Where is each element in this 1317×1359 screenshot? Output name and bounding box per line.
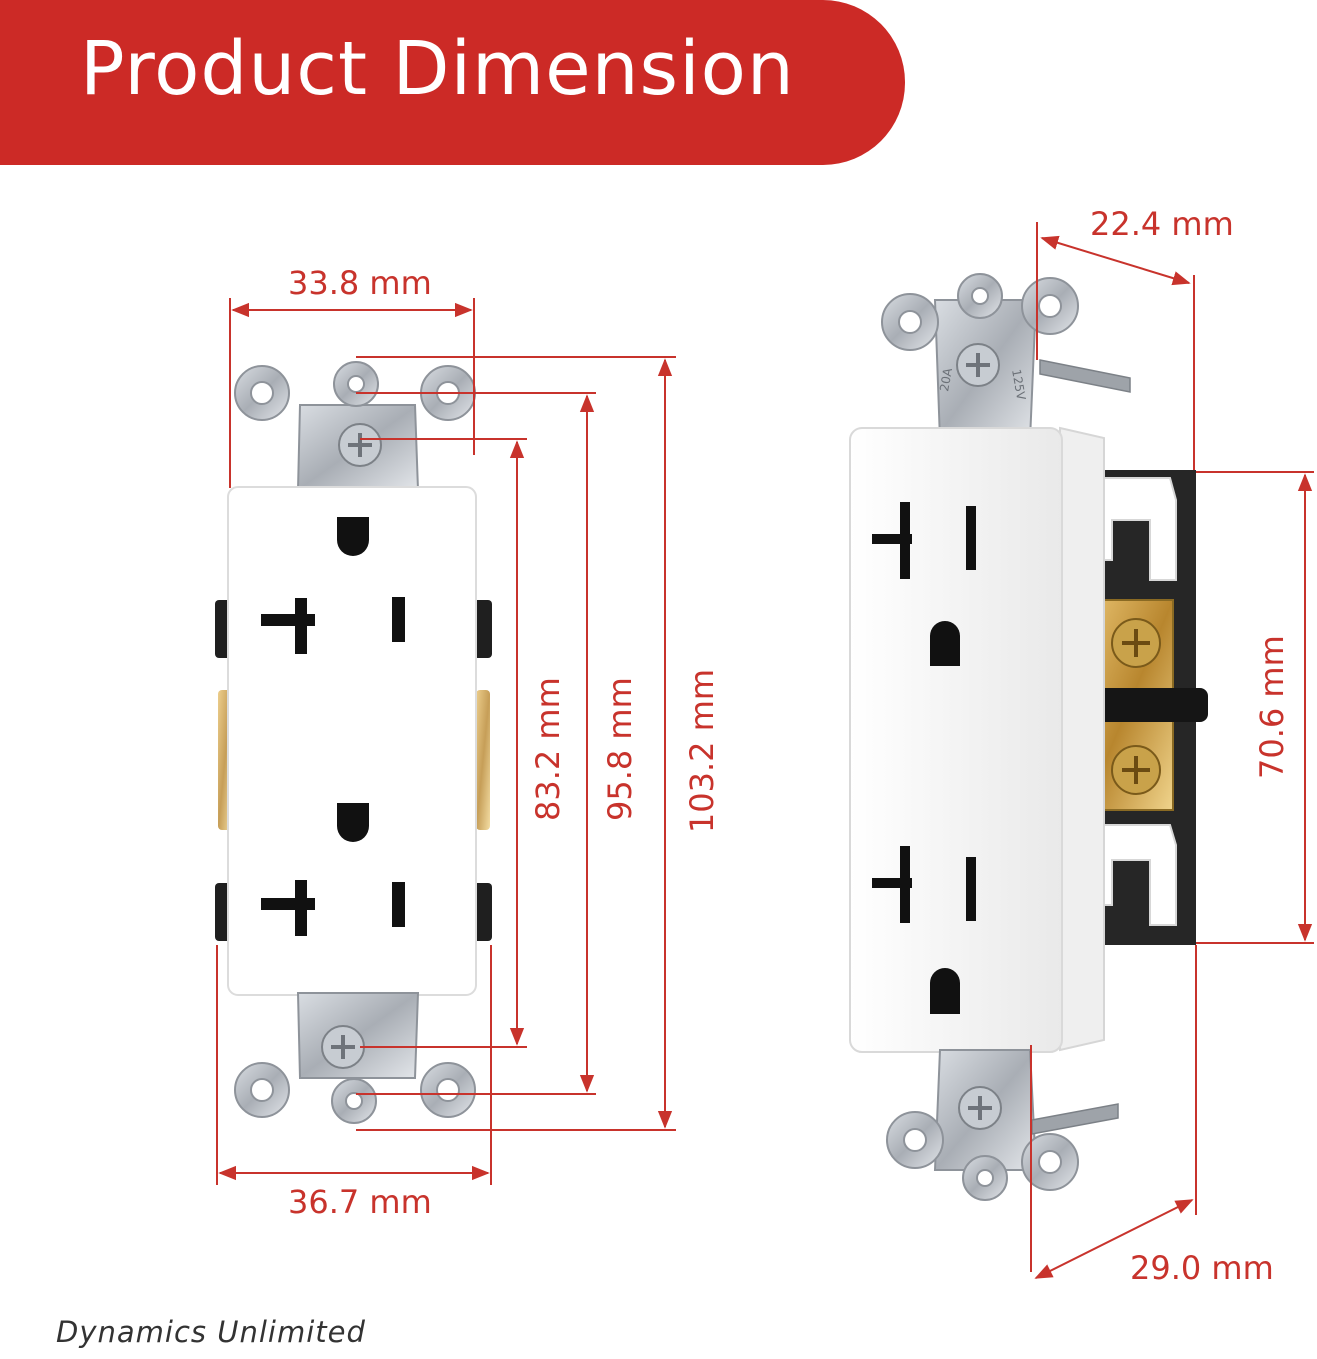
title-banner: Product Dimension — [0, 0, 905, 165]
front-height-overall-label: 103.2 mm — [683, 668, 721, 834]
side-body-height-label: 70.6 mm — [1253, 635, 1291, 779]
front-height-middle-label: 95.8 mm — [601, 677, 639, 821]
side-top-strap: 20A 125V — [881, 273, 1131, 441]
side-bottom-strap — [886, 1049, 1119, 1201]
front-receptacle-lower — [261, 803, 405, 936]
side-label-volts: 125V — [1009, 368, 1028, 402]
front-top-strap — [234, 361, 476, 491]
side-receptacle-upper — [872, 502, 976, 666]
front-width-bottom-label: 36.7 mm — [288, 1183, 432, 1221]
brand-name: Dynamics Unlimited — [56, 1315, 366, 1349]
side-depth-bottom-label: 29.0 mm — [1130, 1249, 1274, 1287]
banner-title: Product Dimension — [80, 26, 795, 112]
side-label-amps: 20A — [937, 366, 955, 392]
front-receptacle-upper — [261, 517, 405, 654]
side-depth-top-label: 22.4 mm — [1090, 205, 1234, 243]
side-receptacle-lower — [872, 846, 976, 1014]
front-bottom-strap — [234, 992, 476, 1124]
front-outlet — [215, 361, 492, 1124]
side-outlet-face — [849, 427, 1063, 1053]
front-outlet-body — [227, 486, 477, 996]
side-outlet: 20A 125V — [849, 273, 1208, 1201]
front-height-inner-label: 83.2 mm — [529, 677, 567, 821]
front-dimension-lines — [216, 298, 676, 1185]
front-width-top-label: 33.8 mm — [288, 264, 432, 302]
side-dimension-lines — [1030, 222, 1314, 1279]
